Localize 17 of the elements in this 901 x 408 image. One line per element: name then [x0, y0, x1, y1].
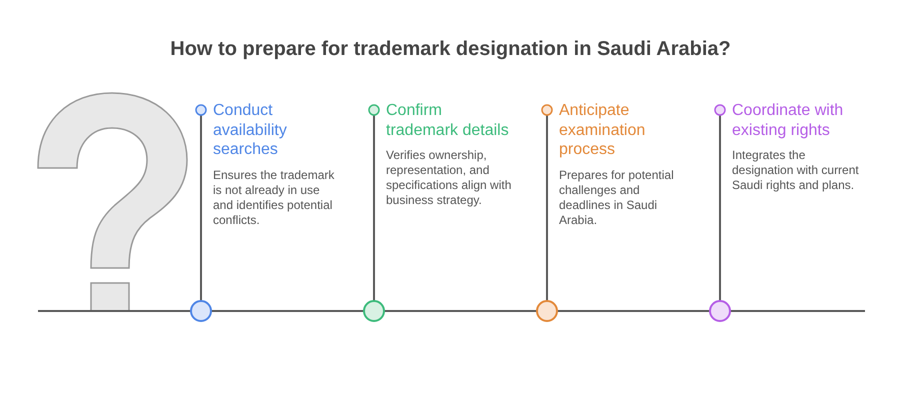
timeline-point	[709, 300, 731, 322]
connector-line	[719, 115, 721, 301]
title: How to prepare for trademark designation in Saudi Arabia?	[169, 38, 732, 61]
connector-line	[373, 115, 375, 301]
timeline-point	[190, 300, 212, 322]
step-heading: Conduct availability searches	[213, 101, 288, 160]
connector-line	[546, 115, 548, 301]
step-heading: Anticipate examination process	[559, 101, 646, 160]
timeline-point	[536, 300, 558, 322]
step-heading: Coordinate with existing rights	[732, 101, 844, 140]
step-description: Ensures the trademark is not already in use and identifies potential conflicts.	[213, 168, 336, 228]
step-description: Verifies ownership, representation, and specifications align with business strategy.	[386, 148, 512, 208]
step-heading: Confirm trademark details	[386, 101, 510, 140]
step-description: Prepares for potential challenges and deadlines in Saudi Arabia.	[559, 168, 675, 228]
connector-line	[200, 115, 202, 301]
step-description: Integrates the designation with current Saudi rights and plans.	[732, 148, 860, 193]
timeline-point	[363, 300, 385, 322]
